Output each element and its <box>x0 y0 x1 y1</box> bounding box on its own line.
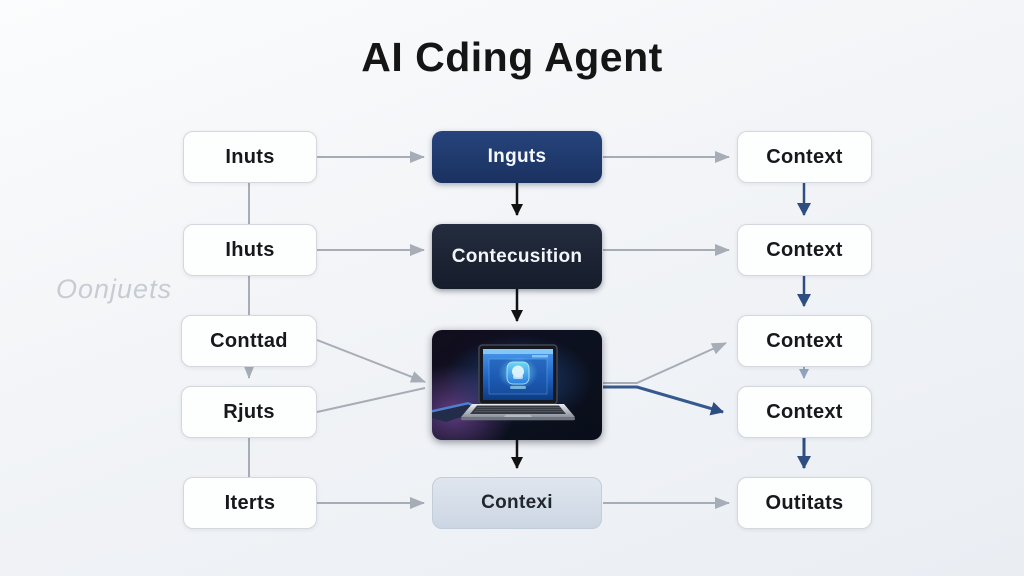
center-node-process: Contecusition <box>432 224 602 289</box>
node-label: Context <box>766 400 843 423</box>
node-label: Ihuts <box>225 238 275 261</box>
right-node-5: Outitats <box>737 477 872 529</box>
screen-menu-line <box>532 355 548 358</box>
node-label: Iterts <box>224 491 276 514</box>
laptop-illustration <box>432 330 602 440</box>
node-label: Context <box>766 238 843 261</box>
node-label: Conttad <box>210 329 288 352</box>
right-node-2: Context <box>737 224 872 276</box>
diagram-title: AI Cding Agent <box>361 34 663 80</box>
center-node-output: Contexi <box>432 477 602 529</box>
left-node-5: Iterts <box>183 477 317 529</box>
node-label: Outitats <box>765 491 844 514</box>
node-label: Contecusition <box>451 245 583 267</box>
left-node-3: Conttad <box>181 315 317 367</box>
center-node-input: Inguts <box>432 131 602 183</box>
left-node-1: Inuts <box>183 131 317 183</box>
left-node-2: Ihuts <box>183 224 317 276</box>
app-icon-glyph <box>512 365 524 378</box>
node-label: Inguts <box>487 146 547 167</box>
right-node-3: Context <box>737 315 872 367</box>
keyboard-rows <box>474 407 564 412</box>
left-to-center-arrows <box>316 151 426 509</box>
ghost-watermark-text: Oonjuets <box>56 274 173 304</box>
screen-caption-bar <box>510 386 526 389</box>
node-label: Context <box>766 145 843 168</box>
screen-top-bar <box>483 349 553 354</box>
laptop-to-context4-arrow <box>603 385 724 416</box>
center-to-right-arrows <box>603 151 730 509</box>
node-label: Rjuts <box>223 400 275 423</box>
node-label: Contexi <box>481 492 553 513</box>
laptop-trackpad <box>504 414 532 417</box>
app-icon-glyph-base <box>513 375 523 379</box>
node-label: Context <box>766 329 843 352</box>
right-node-1: Context <box>737 131 872 183</box>
right-node-4: Context <box>737 386 872 438</box>
node-label: Inuts <box>225 145 275 168</box>
left-node-4: Rjuts <box>181 386 317 438</box>
laptop-bottom-edge <box>461 417 575 421</box>
laptop-photo <box>432 330 602 440</box>
